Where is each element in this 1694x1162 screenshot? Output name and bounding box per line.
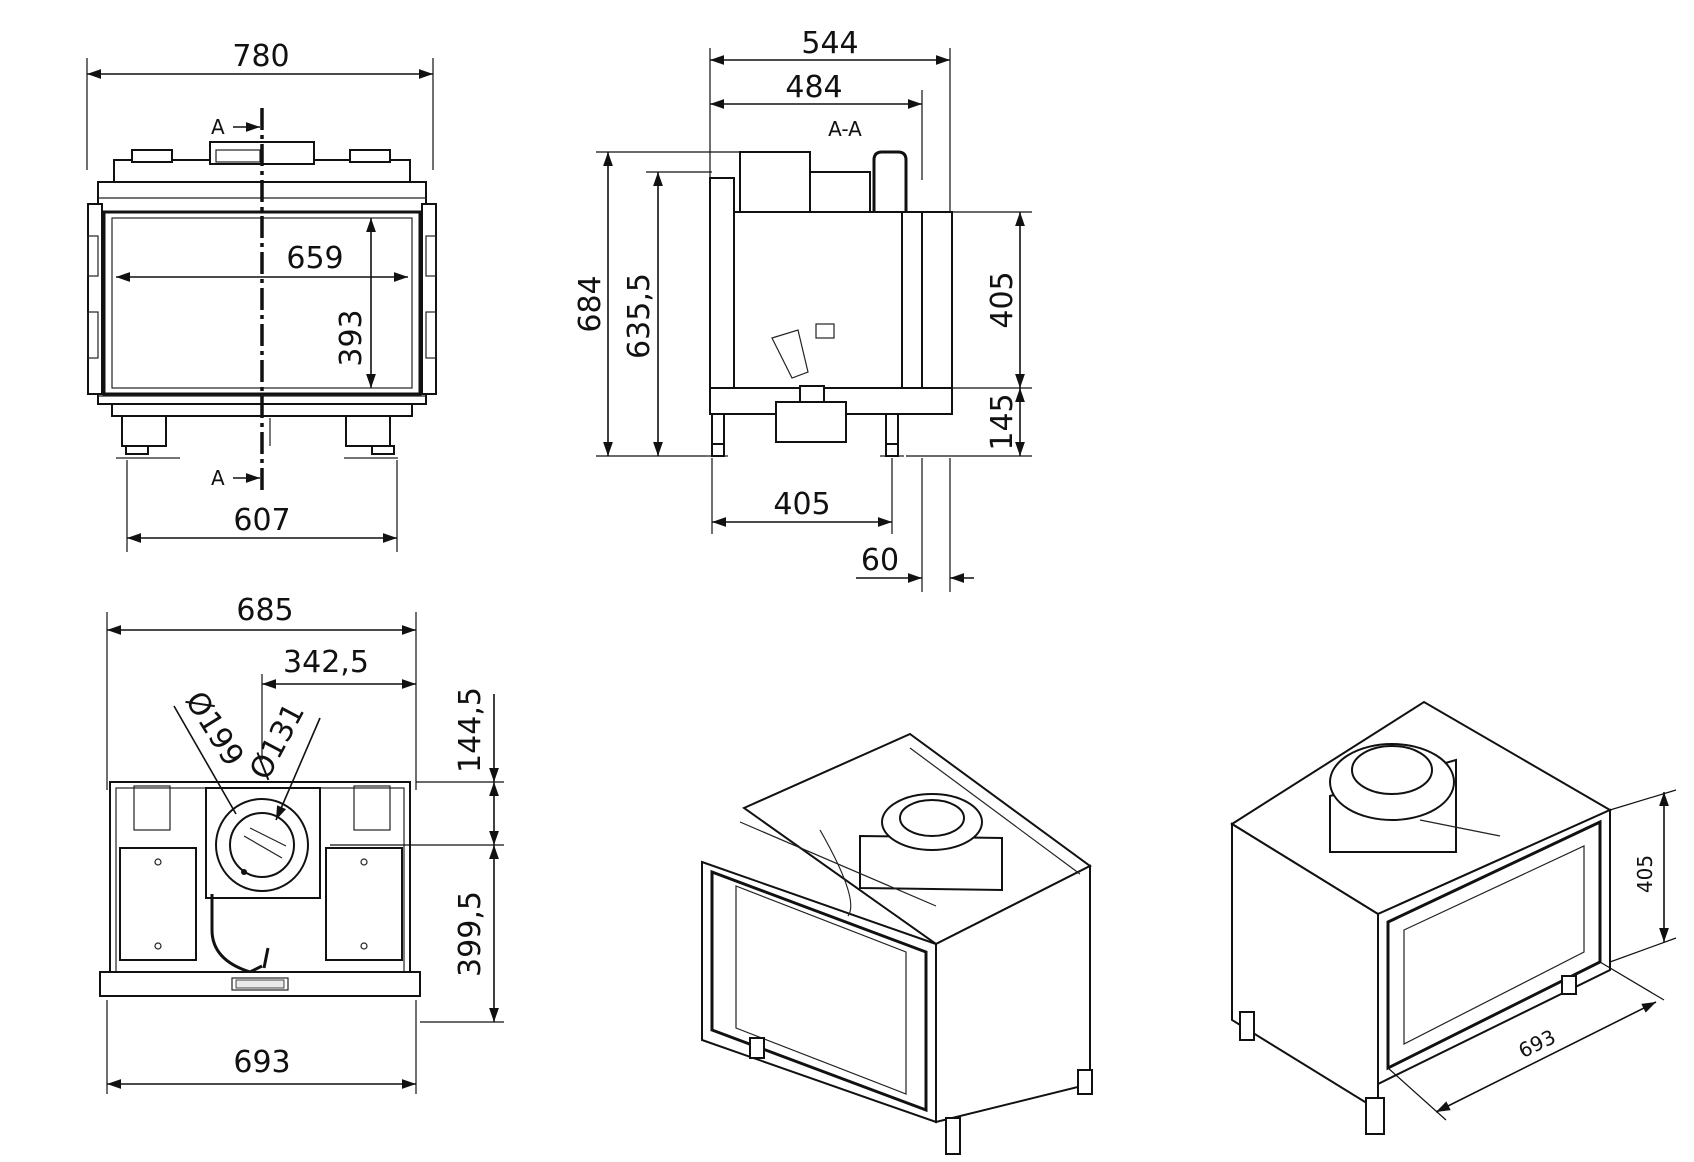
dim-depth-body: 484 xyxy=(785,70,842,105)
dim-height-body: 635,5 xyxy=(622,273,657,359)
dim-depth-overall: 544 xyxy=(801,26,858,61)
section-view: 544 484 A-A 684 635,5 xyxy=(573,26,1032,592)
dim-width-overall: 780 xyxy=(232,39,289,74)
dim-glass-height: 405 xyxy=(985,271,1020,328)
dim-flue-outer-diameter: Ø199 xyxy=(178,685,251,772)
front-view: 780 659 393 A xyxy=(86,39,437,552)
dim-leg-span: 405 xyxy=(773,487,830,522)
dim-frame-offset: 60 xyxy=(861,543,899,578)
dim-width-top: 685 xyxy=(236,593,293,628)
dim-flue-offset: 342,5 xyxy=(283,645,369,680)
section-title: A-A xyxy=(828,117,862,141)
iso-view-right: 405 693 xyxy=(1230,700,1677,1135)
iso-dim-glass-height: 405 xyxy=(1633,855,1657,893)
section-marker-bottom: A xyxy=(211,466,225,490)
section-marker-top: A xyxy=(211,115,225,139)
dim-flue-inner-diameter: Ø131 xyxy=(243,698,312,786)
dim-width-bottom: 693 xyxy=(233,1045,290,1080)
dim-flue-from-back: 144,5 xyxy=(453,687,488,773)
dim-height-overall: 684 xyxy=(573,275,608,332)
iso-view-left xyxy=(701,732,1093,1155)
dim-opening-width: 659 xyxy=(286,241,343,276)
iso-dim-glass-width: 693 xyxy=(1515,1025,1560,1063)
dim-base-width: 607 xyxy=(233,503,290,538)
top-view: 685 342,5 Ø199 Ø131 xyxy=(99,593,504,1094)
dim-opening-height: 393 xyxy=(334,309,369,366)
dim-glass-offset: 145 xyxy=(985,393,1020,450)
dim-flue-to-front: 399,5 xyxy=(453,891,488,977)
